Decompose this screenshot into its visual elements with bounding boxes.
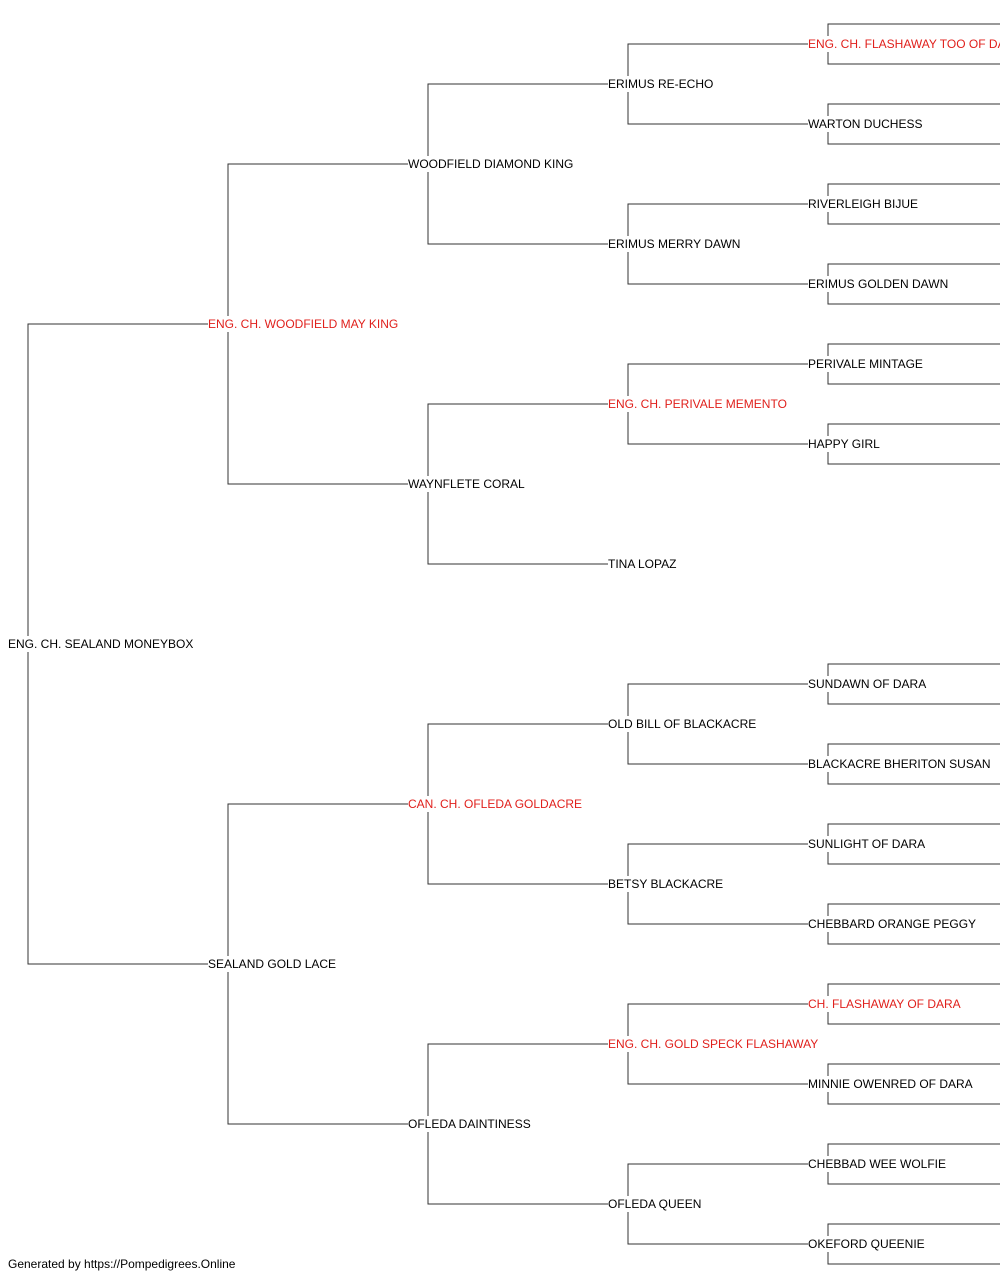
dog-name: SEALAND GOLD LACE [208,957,336,971]
dog-name-champion: CAN. CH. OFLEDA GOLDACRE [408,797,582,811]
generator-credit: Generated by https://Pompedigrees.Online [8,1257,236,1271]
connector-line [427,492,608,565]
dog-name: HAPPY GIRL [808,437,880,451]
connector-line [827,292,1000,305]
connector-line [827,372,1000,385]
connector-line [827,1012,1000,1025]
connector-line [827,132,1000,145]
connector-line [427,812,608,885]
connector-line [827,1092,1000,1105]
connector-line [627,363,808,396]
connector-line [427,723,608,796]
connector-line [827,1143,1000,1156]
dog-name: SUNLIGHT OF DARA [808,837,925,851]
connector-line [827,663,1000,676]
dog-name: ERIMUS RE-ECHO [608,77,713,91]
dog-name-champion: ENG. CH. FLASHAWAY TOO OF DARA [808,37,1000,51]
connector-line [827,983,1000,996]
dog-name: PERIVALE MINTAGE [808,357,923,371]
connector-line [627,1003,808,1036]
connector-line [827,263,1000,276]
connector-line [827,932,1000,945]
connector-line [827,743,1000,756]
connector-line [827,23,1000,36]
connector-line [827,423,1000,436]
connector-line [427,83,608,156]
connector-line [827,1063,1000,1076]
connector-line [827,772,1000,785]
dog-name: MINNIE OWENRED OF DARA [808,1077,973,1091]
dog-name-champion: CH. FLASHAWAY OF DARA [808,997,961,1011]
connector-line [627,683,808,716]
connector-line [827,692,1000,705]
connector-line [627,1052,808,1085]
connector-line [627,92,808,125]
connector-line [627,843,808,876]
dog-name: BETSY BLACKACRE [608,877,723,891]
connector-line [627,43,808,76]
connector-line [827,212,1000,225]
connector-line [227,163,408,316]
dog-name: CHEBBAD WEE WOLFIE [808,1157,946,1171]
dog-name: ERIMUS MERRY DAWN [608,237,740,251]
dog-name: OFLEDA QUEEN [608,1197,701,1211]
dog-name: CHEBBARD ORANGE PEGGY [808,917,976,931]
connector-line [827,343,1000,356]
connector-line [627,1163,808,1196]
connector-line [27,323,208,636]
dog-name: RIVERLEIGH BIJUE [808,197,918,211]
connector-line [427,1043,608,1116]
dog-name: SUNDAWN OF DARA [808,677,926,691]
dog-name-champion: ENG. CH. WOODFIELD MAY KING [208,317,398,331]
connector-line [627,732,808,765]
dog-name-champion: ENG. CH. PERIVALE MEMENTO [608,397,787,411]
connector-line [627,1212,808,1245]
dog-name: ERIMUS GOLDEN DAWN [808,277,948,291]
connector-line [427,403,608,476]
connector-line [827,1252,1000,1265]
connector-line [227,803,408,956]
connector-line [827,852,1000,865]
connector-line [827,452,1000,465]
connector-line [627,252,808,285]
connector-line [627,412,808,445]
connector-line [827,52,1000,65]
connector-line [627,892,808,925]
dog-name: WAYNFLETE CORAL [408,477,525,491]
connector-line [227,332,408,485]
connector-line [827,903,1000,916]
dog-name: OKEFORD QUEENIE [808,1237,925,1251]
connector-line [827,1172,1000,1185]
connector-line [827,823,1000,836]
connector-line [427,172,608,245]
connector-line [227,972,408,1125]
dog-name: TINA LOPAZ [608,557,676,571]
dog-name: ENG. CH. SEALAND MONEYBOX [8,637,193,651]
connector-line [27,652,208,965]
dog-name: OFLEDA DAINTINESS [408,1117,531,1131]
dog-name: OLD BILL OF BLACKACRE [608,717,756,731]
connector-line [827,1223,1000,1236]
dog-name: BLACKACRE BHERITON SUSAN [808,757,991,771]
connector-line [827,103,1000,116]
pedigree-connector-lines [27,23,1000,1265]
connector-line [627,203,808,236]
connector-line [427,1132,608,1205]
dog-name: WARTON DUCHESS [808,117,922,131]
connector-line [827,183,1000,196]
pedigree-name-labels: ENG. CH. SEALAND MONEYBOX ENG. CH. WOODFI… [8,37,1000,1251]
dog-name-champion: ENG. CH. GOLD SPECK FLASHAWAY [608,1037,818,1051]
dog-name: WOODFIELD DIAMOND KING [408,157,573,171]
